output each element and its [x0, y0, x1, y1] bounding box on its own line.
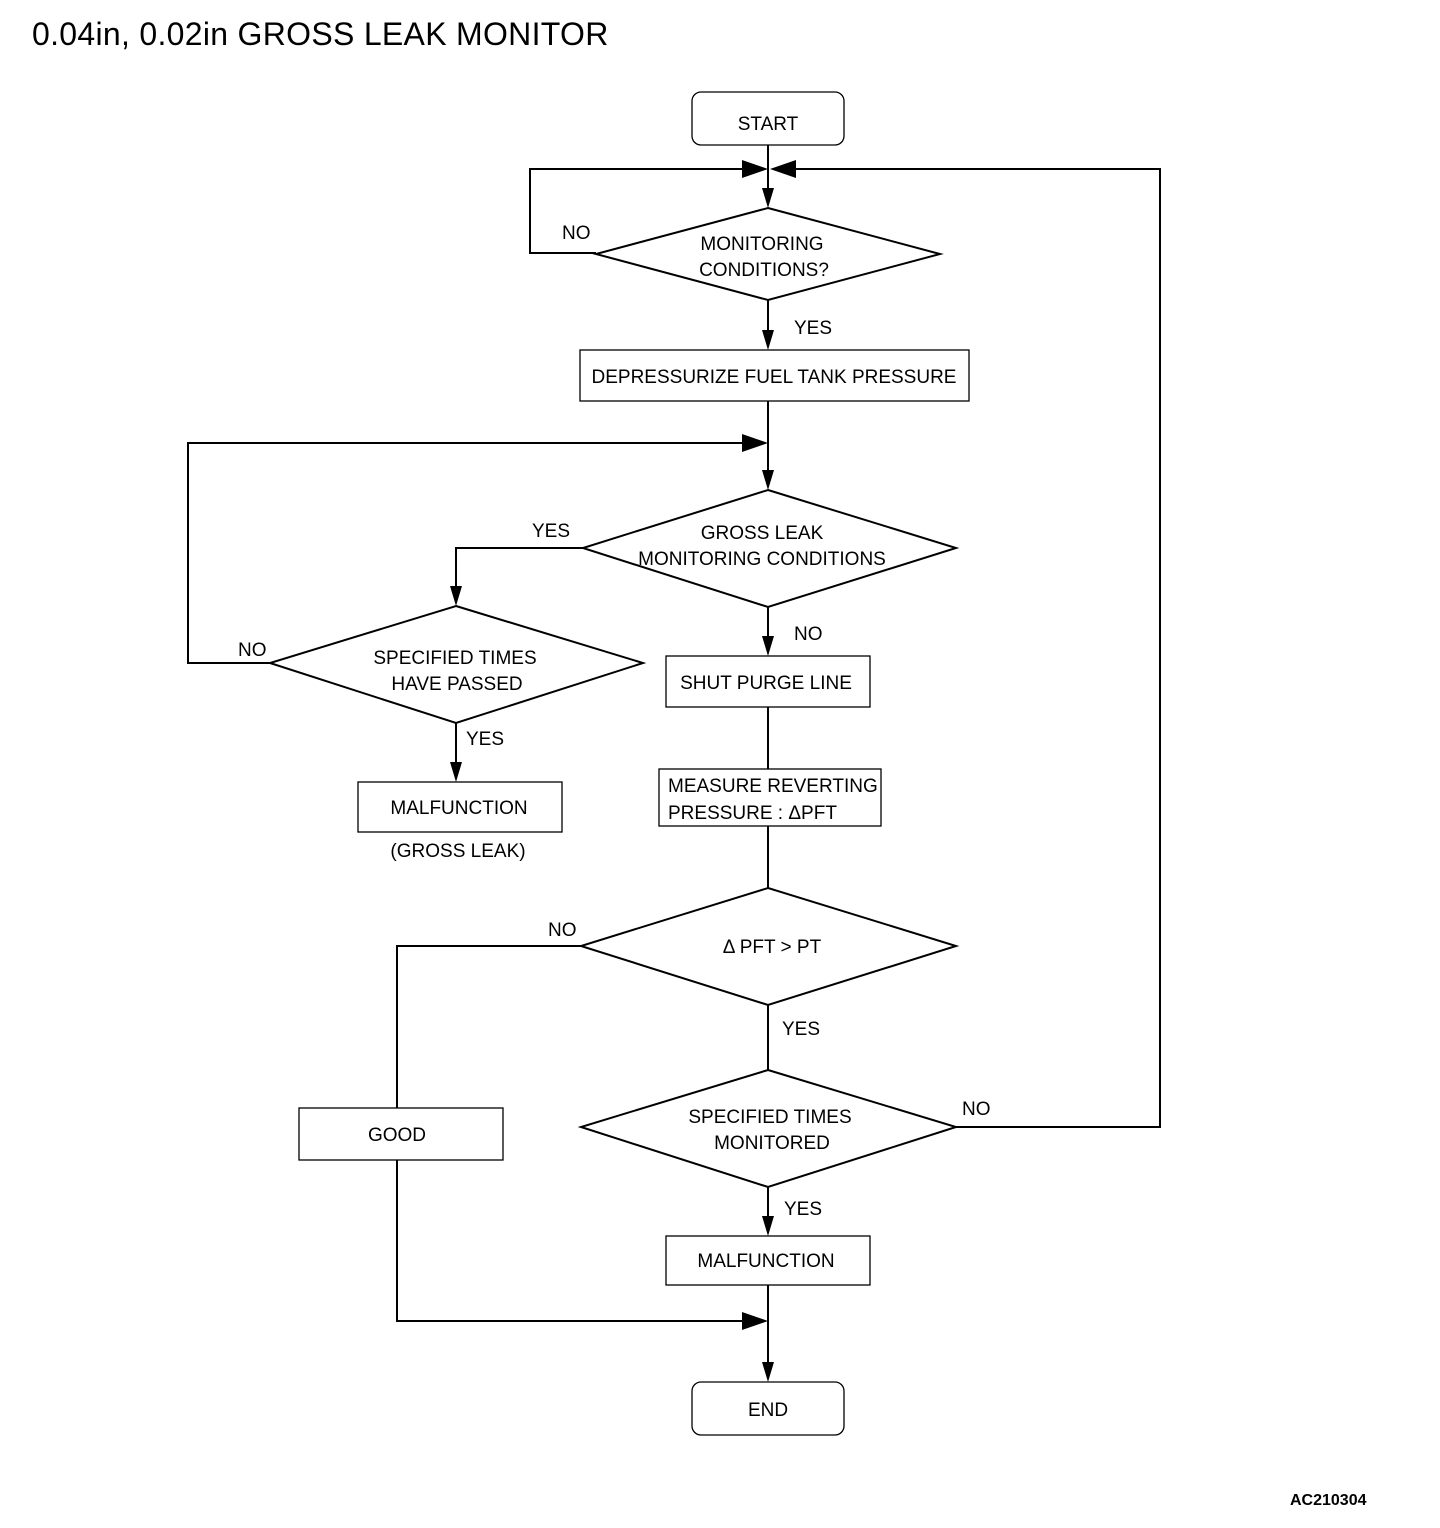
- arrowhead-specified-passed: [450, 586, 462, 606]
- specified-monitored-label-line2: MONITORED: [714, 1133, 830, 1154]
- gross-leak-note: (GROSS LEAK): [390, 841, 525, 862]
- start-node: START: [691, 91, 845, 146]
- monitoring-yes-label: YES: [794, 318, 832, 339]
- arrowhead-end: [762, 1362, 774, 1382]
- arrowhead-malfunction-gross: [450, 762, 462, 782]
- specified-times-passed-decision: SPECIFIED TIMES HAVE PASSED: [266, 604, 647, 725]
- specified-passed-label-line2: HAVE PASSED: [391, 674, 522, 695]
- branch-labels: NO YES YES NO NO YES NO YES NO YES: [238, 223, 991, 1220]
- specified-monitored-label-line1: SPECIFIED TIMES: [688, 1107, 851, 1128]
- dpft-label: Δ PFT > PT: [723, 937, 822, 958]
- gross-leak-label-line1: GROSS LEAK: [701, 523, 824, 544]
- arrowhead-return-loop: [770, 160, 796, 178]
- start-label: START: [738, 114, 799, 135]
- depressurize-label: DEPRESSURIZE FUEL TANK PRESSURE: [592, 367, 957, 388]
- arrowhead-gross-leak: [762, 470, 774, 490]
- monitoring-label-line1: MONITORING: [700, 234, 823, 255]
- arrowhead-monitoring-no-loop: [742, 160, 768, 178]
- shut-purge-line-process: SHUT PURGE LINE: [665, 655, 871, 708]
- specified-monitored-no-label: NO: [962, 1099, 991, 1120]
- measure-label-line1: MEASURE REVERTING: [668, 776, 878, 797]
- good-result: GOOD: [298, 1107, 504, 1161]
- measure-label-line2: PRESSURE : ΔPFT: [668, 803, 837, 824]
- gross-leak-label-line2: MONITORING CONDITIONS: [638, 549, 886, 570]
- specified-passed-no-label: NO: [238, 640, 267, 661]
- arrowheads: [450, 160, 796, 1382]
- arrowhead-shut-purge: [762, 636, 774, 656]
- shut-purge-label: SHUT PURGE LINE: [680, 673, 852, 694]
- arrowhead-good-to-end: [742, 1312, 768, 1330]
- specified-passed-label-line1: SPECIFIED TIMES: [373, 648, 536, 669]
- page-title: 0.04in, 0.02in GROSS LEAK MONITOR: [32, 16, 609, 52]
- specified-monitored-yes-label: YES: [784, 1199, 822, 1220]
- gross-leak-no-label: NO: [794, 624, 823, 645]
- monitoring-conditions-decision: MONITORING CONDITIONS?: [592, 206, 944, 302]
- good-label: GOOD: [368, 1125, 426, 1146]
- arrowhead-passed-no-loop: [742, 434, 768, 452]
- malfunction-gross-label: MALFUNCTION: [390, 798, 527, 819]
- monitoring-label-line2: CONDITIONS?: [699, 260, 829, 281]
- dpft-yes-label: YES: [782, 1019, 820, 1040]
- depressurize-process: DEPRESSURIZE FUEL TANK PRESSURE: [579, 349, 970, 402]
- specified-passed-yes-label: YES: [466, 729, 504, 750]
- arrowhead-malfunction: [762, 1216, 774, 1236]
- measure-reverting-pressure-process: MEASURE REVERTING PRESSURE : ΔPFT: [658, 768, 882, 827]
- dpft-no-label: NO: [548, 920, 577, 941]
- figure-id: AC210304: [1290, 1492, 1367, 1509]
- specified-times-monitored-decision: SPECIFIED TIMES MONITORED: [577, 1068, 960, 1189]
- connectors: [187, 145, 1161, 1366]
- malfunction-label: MALFUNCTION: [697, 1251, 834, 1272]
- monitoring-no-label: NO: [562, 223, 591, 244]
- gross-leak-yes-label: YES: [532, 521, 570, 542]
- malfunction-result: MALFUNCTION: [665, 1235, 871, 1286]
- dpft-decision: Δ PFT > PT: [577, 886, 960, 1007]
- arrowhead-monitoring: [762, 188, 774, 208]
- malfunction-gross-leak-result: MALFUNCTION (GROSS LEAK): [357, 781, 563, 862]
- arrowhead-depressurize: [762, 330, 774, 350]
- end-node: END: [691, 1381, 845, 1436]
- gross-leak-decision: GROSS LEAK MONITORING CONDITIONS: [579, 488, 960, 609]
- end-label: END: [748, 1400, 788, 1421]
